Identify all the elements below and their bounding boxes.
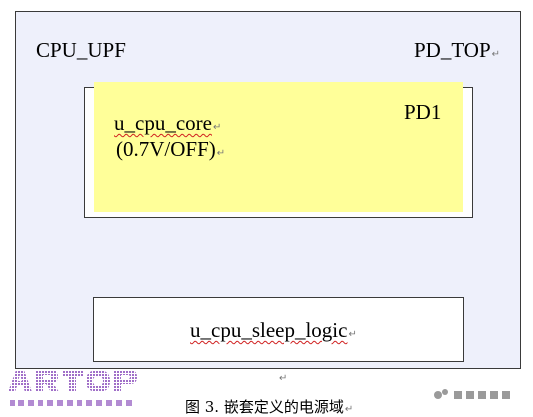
figure-caption: 图 3. 嵌套定义的电源域↵	[185, 398, 354, 416]
cpu-upf-label: CPU_UPF	[36, 38, 126, 62]
chat-bubble-icon	[434, 389, 510, 399]
paragraph-mark-icon: ↵	[279, 373, 288, 384]
cpu-core-instance-label: u_cpu_core↵	[114, 111, 222, 135]
artop-logo	[8, 370, 137, 406]
pd-top-label: PD_TOP↵	[414, 38, 501, 62]
paragraph-mark-icon: ↵	[344, 404, 354, 415]
paragraph-mark-icon: ↵	[212, 122, 222, 133]
paragraph-mark-icon: ↵	[491, 49, 501, 60]
sleep-logic-instance-label: u_cpu_sleep_logic↵	[190, 318, 357, 342]
paragraph-mark-icon: ↵	[216, 148, 226, 159]
sleep-logic-block-box	[93, 297, 464, 362]
cpu-core-voltage-label: (0.7V/OFF)↵	[116, 137, 226, 161]
paragraph-mark-icon: ↵	[348, 329, 357, 340]
pd1-highlight-fill	[94, 82, 463, 212]
pd1-label: PD1	[404, 100, 442, 124]
